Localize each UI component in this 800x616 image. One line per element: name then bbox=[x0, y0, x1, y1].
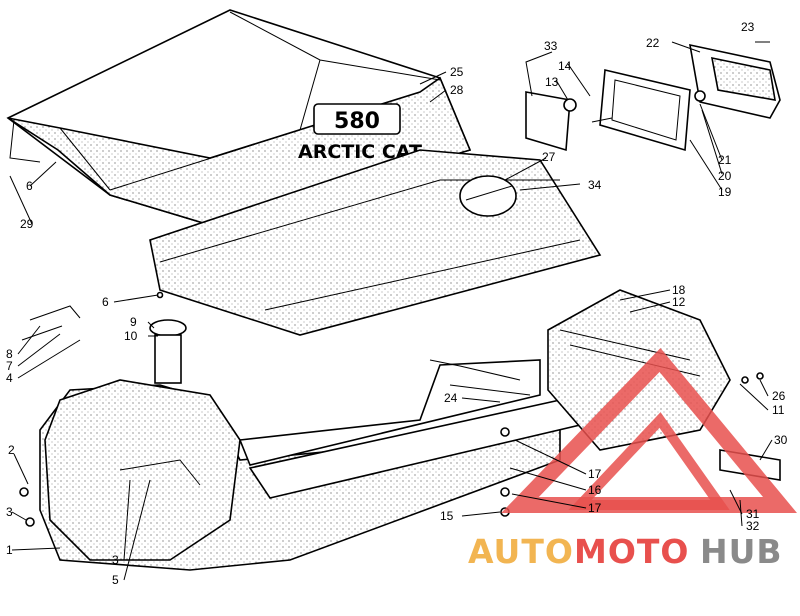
callout-1: 1 bbox=[6, 543, 13, 557]
callout-32: 32 bbox=[746, 519, 760, 533]
lamp-socket bbox=[563, 98, 577, 112]
hood: 580 ARCTIC CAT bbox=[6, 9, 472, 226]
watermark-hub: HUB bbox=[700, 532, 783, 571]
fuel-cap bbox=[149, 319, 187, 337]
watermark-moto: MOTO bbox=[574, 532, 689, 571]
callout-8: 8 bbox=[6, 347, 13, 361]
callout-26: 26 bbox=[772, 389, 786, 403]
leader-lines bbox=[9, 41, 773, 581]
callout-31: 31 bbox=[746, 507, 760, 521]
callout-3b: 3 bbox=[112, 553, 119, 567]
callout-17b: 17 bbox=[588, 501, 602, 515]
gauge-opening bbox=[459, 175, 517, 217]
bulb bbox=[694, 90, 706, 102]
fuel-gauge-sender bbox=[154, 334, 182, 384]
hood-model-text: 580 bbox=[334, 109, 380, 134]
hood-brand-text: ARCTIC CAT bbox=[298, 141, 422, 163]
callout-23: 23 bbox=[741, 20, 755, 34]
taillight-assembly bbox=[525, 41, 781, 152]
callout-6a: 6 bbox=[26, 179, 33, 193]
callout-20: 20 bbox=[718, 169, 732, 183]
callout-7: 7 bbox=[6, 359, 13, 373]
callout-6b: 6 bbox=[102, 295, 109, 309]
callout-9: 9 bbox=[130, 315, 137, 329]
callout-10: 10 bbox=[124, 329, 138, 343]
callout-29: 29 bbox=[20, 217, 34, 231]
callout-24: 24 bbox=[444, 391, 458, 405]
watermark: AUTO MOTO HUB bbox=[468, 348, 798, 571]
callout-33: 33 bbox=[544, 39, 558, 53]
callout-3a: 3 bbox=[6, 505, 13, 519]
callout-30: 30 bbox=[774, 433, 788, 447]
watermark-auto: AUTO bbox=[468, 532, 574, 571]
chassis bbox=[19, 289, 781, 571]
callout-34: 34 bbox=[588, 178, 602, 192]
callout-2: 2 bbox=[8, 443, 15, 457]
callout-12: 12 bbox=[672, 295, 686, 309]
callout-13: 13 bbox=[545, 75, 559, 89]
hood-emblem bbox=[313, 103, 401, 135]
callout-21: 21 bbox=[718, 153, 732, 167]
callout-4: 4 bbox=[6, 371, 13, 385]
callout-labels: 23 22 33 14 13 25 28 21 20 19 27 34 6 29… bbox=[6, 20, 788, 587]
side-panel bbox=[149, 149, 602, 336]
callout-5: 5 bbox=[112, 573, 119, 587]
callout-14: 14 bbox=[558, 59, 572, 73]
callout-27: 27 bbox=[542, 150, 556, 164]
callout-17a: 17 bbox=[588, 467, 602, 481]
callout-22: 22 bbox=[646, 36, 660, 50]
callout-28: 28 bbox=[450, 83, 464, 97]
callout-18: 18 bbox=[672, 283, 686, 297]
callout-16: 16 bbox=[588, 483, 602, 497]
callout-19: 19 bbox=[718, 185, 732, 199]
callout-25: 25 bbox=[450, 65, 464, 79]
callout-11: 11 bbox=[772, 403, 785, 417]
callout-15: 15 bbox=[440, 509, 454, 523]
